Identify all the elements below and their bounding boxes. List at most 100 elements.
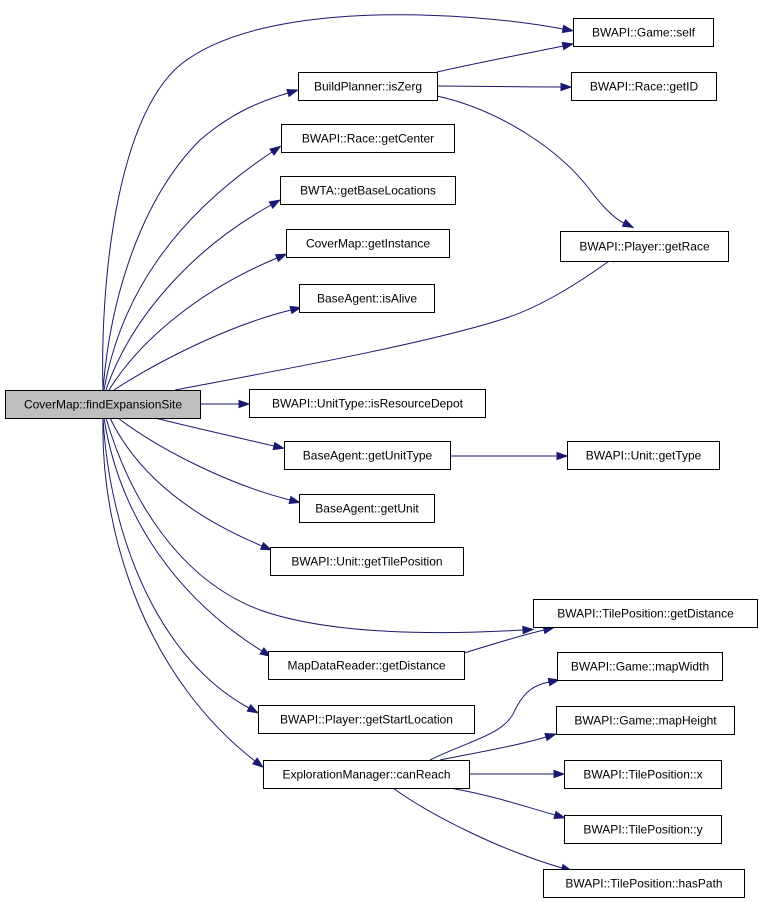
edge-isZerg-to-gameSelf — [436, 45, 564, 73]
edge-root-to-getCenter — [103, 151, 273, 391]
node-label-unitType: BWAPI::Unit::getType — [586, 449, 702, 463]
node-tilePos[interactable]: BWAPI::Unit::getTilePosition — [270, 547, 464, 576]
node-box-baseLocs[interactable] — [280, 176, 456, 205]
node-label-tilePos: BWAPI::Unit::getTilePosition — [291, 555, 442, 569]
edge-root-to-getUnit — [117, 417, 291, 501]
node-box-hasPath[interactable] — [543, 869, 745, 898]
node-tpX[interactable]: BWAPI::TilePosition::x — [564, 760, 722, 789]
node-root[interactable]: CoverMap::findExpansionSite — [5, 390, 201, 419]
arrowhead-root-to-mdrDist — [259, 647, 272, 658]
node-box-raceGetID[interactable] — [571, 72, 717, 101]
node-box-getUType[interactable] — [284, 441, 451, 470]
node-box-mdrDist[interactable] — [268, 651, 465, 680]
node-box-unitType[interactable] — [567, 441, 720, 470]
node-box-tpX[interactable] — [564, 760, 722, 789]
arrowhead-root-to-getCenter — [269, 145, 282, 156]
node-box-startLoc[interactable] — [258, 705, 475, 734]
arrowhead-root-to-tilePos — [259, 541, 273, 551]
node-box-getRace[interactable] — [560, 231, 729, 262]
node-label-isZerg: BuildPlanner::isZerg — [314, 80, 422, 94]
node-box-isAlive[interactable] — [299, 284, 435, 313]
edge-root-to-tpDist — [105, 417, 524, 634]
edge-root-to-tilePos — [109, 417, 263, 547]
node-box-gameSelf[interactable] — [573, 18, 714, 47]
edge-canReach-to-hasPath — [392, 787, 563, 869]
node-mapH[interactable]: BWAPI::Game::mapHeight — [556, 706, 735, 735]
arrowhead-canReach-to-mapW — [547, 677, 561, 687]
arrowhead-root-to-getInst — [274, 253, 288, 263]
node-isResDep[interactable]: BWAPI::UnitType::isResourceDepot — [249, 389, 486, 418]
node-box-getUnit[interactable] — [299, 494, 435, 523]
node-label-getRace: BWAPI::Player::getRace — [579, 240, 710, 254]
arrowhead-canReach-to-mapH — [544, 733, 557, 742]
node-label-gameSelf: BWAPI::Game::self — [592, 26, 696, 40]
node-mapW[interactable]: BWAPI::Game::mapWidth — [557, 652, 723, 681]
arrowhead-root-to-startLoc — [246, 703, 260, 714]
node-label-tpDist: BWAPI::TilePosition::getDistance — [557, 607, 734, 621]
arrowhead-isZerg-to-gameSelf — [561, 41, 575, 51]
arrowhead-canReach-to-tpX — [553, 769, 566, 779]
node-baseLocs[interactable]: BWTA::getBaseLocations — [280, 176, 456, 205]
node-canReach[interactable]: ExplorationManager::canReach — [263, 760, 470, 789]
node-startLoc[interactable]: BWAPI::Player::getStartLocation — [258, 705, 475, 734]
node-box-mapH[interactable] — [556, 706, 735, 735]
edge-root-to-getUType — [154, 417, 275, 447]
node-tpDist[interactable]: BWAPI::TilePosition::getDistance — [533, 599, 758, 628]
node-isAlive[interactable]: BaseAgent::isAlive — [299, 284, 435, 313]
arrowhead-root-to-isAlive — [289, 305, 303, 315]
node-label-tpX: BWAPI::TilePosition::x — [583, 768, 702, 782]
arrowhead-root-to-getUnit — [288, 495, 302, 505]
node-box-tpDist[interactable] — [533, 599, 758, 628]
node-label-getUType: BaseAgent::getUnitType — [303, 449, 433, 463]
edge-canReach-to-tpY — [449, 787, 556, 816]
node-mdrDist[interactable]: MapDataReader::getDistance — [268, 651, 465, 680]
node-label-getCenter: BWAPI::Race::getCenter — [302, 132, 434, 146]
node-box-getInst[interactable] — [286, 229, 450, 258]
node-label-startLoc: BWAPI::Player::getStartLocation — [280, 713, 453, 727]
arrowhead-root-to-canReach — [251, 757, 265, 769]
edge-root-to-canReach — [102, 417, 256, 762]
edge-root-to-getRace — [174, 258, 613, 391]
node-gameSelf[interactable]: BWAPI::Game::self — [573, 18, 714, 47]
edge-canReach-to-mapH — [439, 736, 547, 761]
arrowhead-root-to-tpDist — [522, 625, 535, 635]
arrowhead-root-to-getUType — [272, 441, 286, 451]
node-raceGetID[interactable]: BWAPI::Race::getID — [571, 72, 717, 101]
node-getUnit[interactable]: BaseAgent::getUnit — [299, 494, 435, 523]
node-box-root[interactable] — [5, 390, 201, 419]
node-box-isResDep[interactable] — [249, 389, 486, 418]
node-label-isAlive: BaseAgent::isAlive — [317, 292, 417, 306]
node-box-canReach[interactable] — [263, 760, 470, 789]
node-label-mapH: BWAPI::Game::mapHeight — [574, 714, 717, 728]
node-getInst[interactable]: CoverMap::getInstance — [286, 229, 450, 258]
node-label-getInst: CoverMap::getInstance — [306, 237, 430, 251]
node-box-tilePos[interactable] — [270, 547, 464, 576]
node-box-getCenter[interactable] — [281, 124, 455, 153]
node-box-mapW[interactable] — [557, 652, 723, 681]
edge-root-to-mdrDist — [103, 417, 263, 652]
edge-isZerg-to-getRace — [436, 95, 625, 224]
node-label-mdrDist: MapDataReader::getDistance — [287, 659, 445, 673]
node-tpY[interactable]: BWAPI::TilePosition::y — [564, 815, 722, 844]
node-hasPath[interactable]: BWAPI::TilePosition::hasPath — [543, 869, 745, 898]
node-isZerg[interactable]: BuildPlanner::isZerg — [298, 72, 438, 101]
edge-root-to-gameSelf — [102, 14, 564, 391]
node-unitType[interactable]: BWAPI::Unit::getType — [567, 441, 720, 470]
arrowhead-root-to-isZerg — [286, 89, 299, 98]
arrowhead-isZerg-to-getRace — [621, 218, 635, 228]
node-label-getUnit: BaseAgent::getUnit — [315, 502, 419, 516]
node-box-tpY[interactable] — [564, 815, 722, 844]
node-getUType[interactable]: BaseAgent::getUnitType — [284, 441, 451, 470]
node-getCenter[interactable]: BWAPI::Race::getCenter — [281, 124, 455, 153]
node-box-isZerg[interactable] — [298, 72, 438, 101]
node-label-mapW: BWAPI::Game::mapWidth — [571, 660, 709, 674]
arrowhead-root-to-isResDep — [238, 399, 251, 409]
edge-isZerg-to-raceGetID — [436, 85, 562, 88]
node-label-baseLocs: BWTA::getBaseLocations — [300, 184, 436, 198]
node-label-tpY: BWAPI::TilePosition::y — [583, 823, 702, 837]
node-getRace[interactable]: BWAPI::Player::getRace — [560, 231, 729, 262]
arrowhead-root-to-gameSelf — [561, 24, 575, 34]
arrowhead-root-to-baseLocs — [268, 199, 282, 210]
